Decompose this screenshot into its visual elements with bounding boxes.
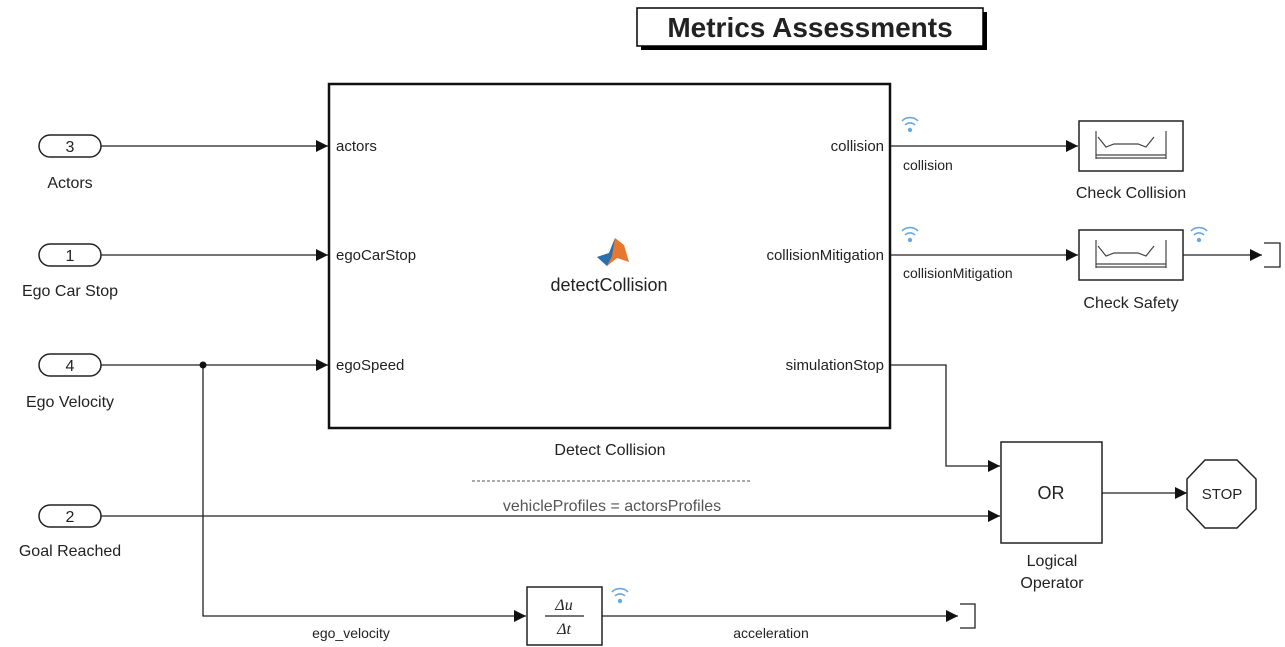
derivative-numerator: Δu: [554, 597, 572, 614]
inport-ego-car-stop[interactable]: 1 Ego Car Stop: [22, 243, 118, 300]
branch-point: [199, 361, 207, 369]
logical-operator-name-line1: Logical: [1027, 553, 1078, 570]
inport-number: 4: [66, 358, 75, 375]
line-ego-velocity-branch[interactable]: [202, 365, 526, 622]
check-collision-block[interactable]: Check Collision: [1076, 120, 1186, 202]
stop-octagon[interactable]: [1186, 459, 1257, 529]
derivative-block[interactable]: Δu Δt: [526, 586, 603, 646]
inport-number: 2: [66, 509, 75, 526]
line-simulation-stop[interactable]: [890, 364, 1000, 472]
signal-label-collision-mitigation: collisionMitigation: [903, 265, 1013, 281]
signal-logging-icon[interactable]: [1190, 226, 1208, 243]
mask-parameter-text: vehicleProfiles = actorsProfiles: [503, 498, 721, 515]
signal-logging-icon[interactable]: [611, 587, 629, 605]
input-port-label: egoSpeed: [336, 357, 404, 374]
inport-label: Ego Velocity: [26, 394, 114, 411]
signal-logging-icon[interactable]: [901, 226, 919, 243]
check-safety-name: Check Safety: [1083, 295, 1178, 312]
stop-label: STOP: [1202, 486, 1243, 503]
derivative-denominator: Δt: [556, 621, 571, 638]
check-safety-block[interactable]: Check Safety: [1078, 229, 1184, 312]
title-box: [636, 7, 984, 47]
logical-operator-block[interactable]: OR Logical Operator: [1000, 441, 1103, 592]
signal-lines: [101, 140, 1262, 622]
inport-actors[interactable]: 3 Actors: [38, 134, 102, 192]
signal-label-collision: collision: [903, 157, 953, 173]
detect-collision-name: Detect Collision: [554, 442, 665, 459]
inport-number: 3: [66, 139, 75, 156]
signal-logging-icon[interactable]: [901, 116, 919, 133]
check-safety-box[interactable]: [1078, 229, 1184, 281]
check-collision-name: Check Collision: [1076, 185, 1186, 202]
terminator-icon[interactable]: [1264, 242, 1281, 268]
inport-label: Ego Car Stop: [22, 283, 118, 300]
inport-goal-reached[interactable]: 2 Goal Reached: [19, 504, 121, 560]
inport-label: Actors: [47, 175, 92, 192]
assertion-icon: [1095, 240, 1167, 268]
detect-collision-block[interactable]: actors egoCarStop egoSpeed collision col…: [327, 82, 892, 430]
stop-simulation-block[interactable]: STOP: [1186, 459, 1257, 529]
input-port-label: actors: [336, 138, 377, 155]
logical-operator-box[interactable]: [1000, 441, 1103, 544]
inport-ego-velocity[interactable]: 4 Ego Velocity: [26, 353, 114, 411]
logical-operator-symbol: OR: [1038, 483, 1065, 503]
logical-operator-name-line2: Operator: [1020, 575, 1084, 592]
inport-number: 1: [66, 248, 75, 265]
function-name: detectCollision: [550, 275, 667, 295]
output-port-label: collisionMitigation: [766, 247, 884, 264]
terminator-icon[interactable]: [960, 603, 976, 629]
title-text: Metrics Assessments: [667, 12, 952, 43]
diagram-title: Metrics Assessments: [636, 7, 987, 50]
matlab-logo-icon: [597, 238, 629, 266]
output-port-label: collision: [831, 138, 884, 155]
signal-label-acceleration: acceleration: [733, 625, 809, 641]
check-collision-box[interactable]: [1078, 120, 1184, 172]
assertion-icon: [1095, 131, 1167, 159]
output-port-label: simulationStop: [786, 357, 884, 374]
inport-label: Goal Reached: [19, 543, 121, 560]
input-port-label: egoCarStop: [336, 247, 416, 264]
signal-label-ego-velocity: ego_velocity: [312, 625, 390, 641]
